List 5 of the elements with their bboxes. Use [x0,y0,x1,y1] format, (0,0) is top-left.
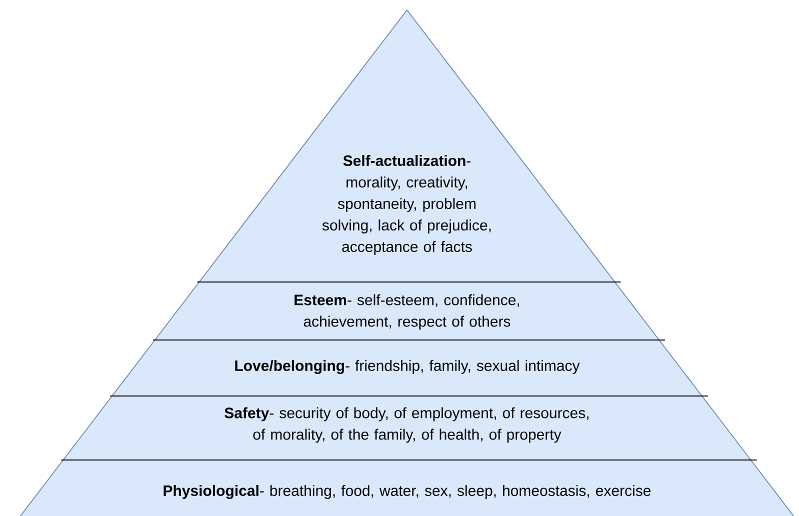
level-label: Safety- security of body, of employment, of resources, of morality, of the family, of health, of property [224,407,588,443]
level-label: Physiological- breathing, food, water, sex, sleep, homeostasis, exercise [164,484,651,500]
level-label: Love/belonging- friendship, family, sexual intimacy [235,360,580,374]
level-label: Self-actualization- morality, creativity, spontaneity, problem solving, lack of prejudice, acceptance of facts [322,155,491,255]
level-label: Esteem- self-esteem, confidence, achievement, respect of others [294,294,520,330]
